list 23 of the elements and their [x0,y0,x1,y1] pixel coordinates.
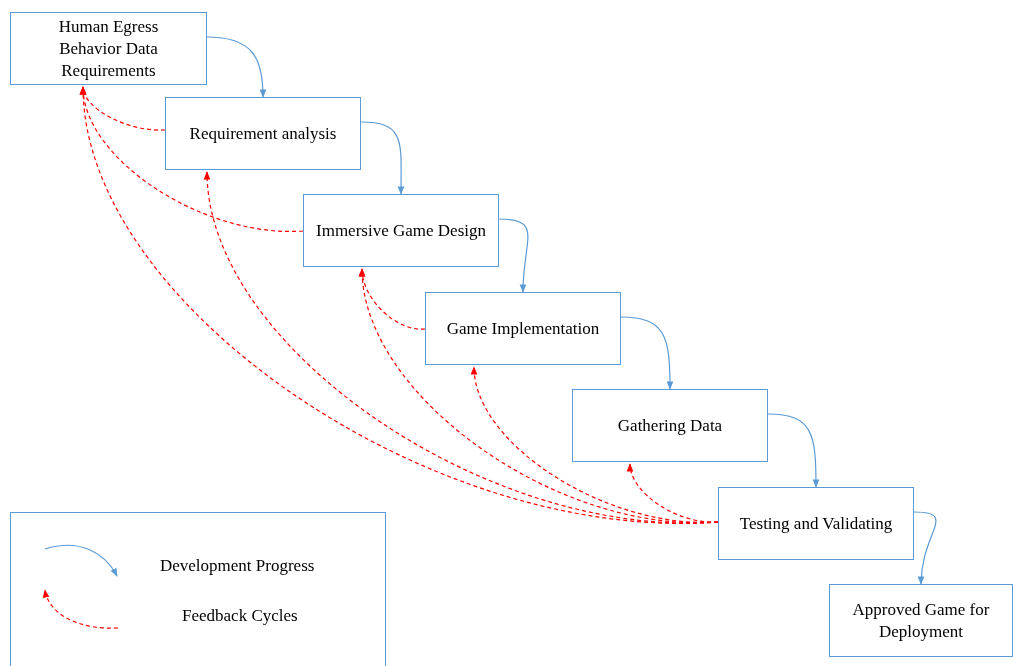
arrow [767,413,820,488]
box-label: Human Egress Behavior Data Requirements [57,15,160,82]
box-label: Requirement analysis [189,122,337,145]
process-box [829,584,1013,657]
arrow [620,316,674,390]
box-label: Game Implementation [446,317,600,340]
process-box [303,194,499,267]
process-box [425,292,621,365]
box-label: Immersive Game Design [316,219,486,242]
arrow [360,121,405,195]
box-label: Approved Game for Deployment [851,598,991,643]
process-box [718,487,914,560]
arrow [913,511,937,585]
arrow [206,36,267,98]
legend-label: Feedback Cycles [182,606,298,626]
box-label: Testing and Validating [739,512,893,535]
process-box [10,12,207,85]
arrow [498,218,529,293]
arrow [627,463,719,523]
legend-label: Development Progress [160,556,315,576]
process-box [165,97,361,170]
box-label: Gathering Data [617,414,723,437]
process-box [572,389,768,462]
